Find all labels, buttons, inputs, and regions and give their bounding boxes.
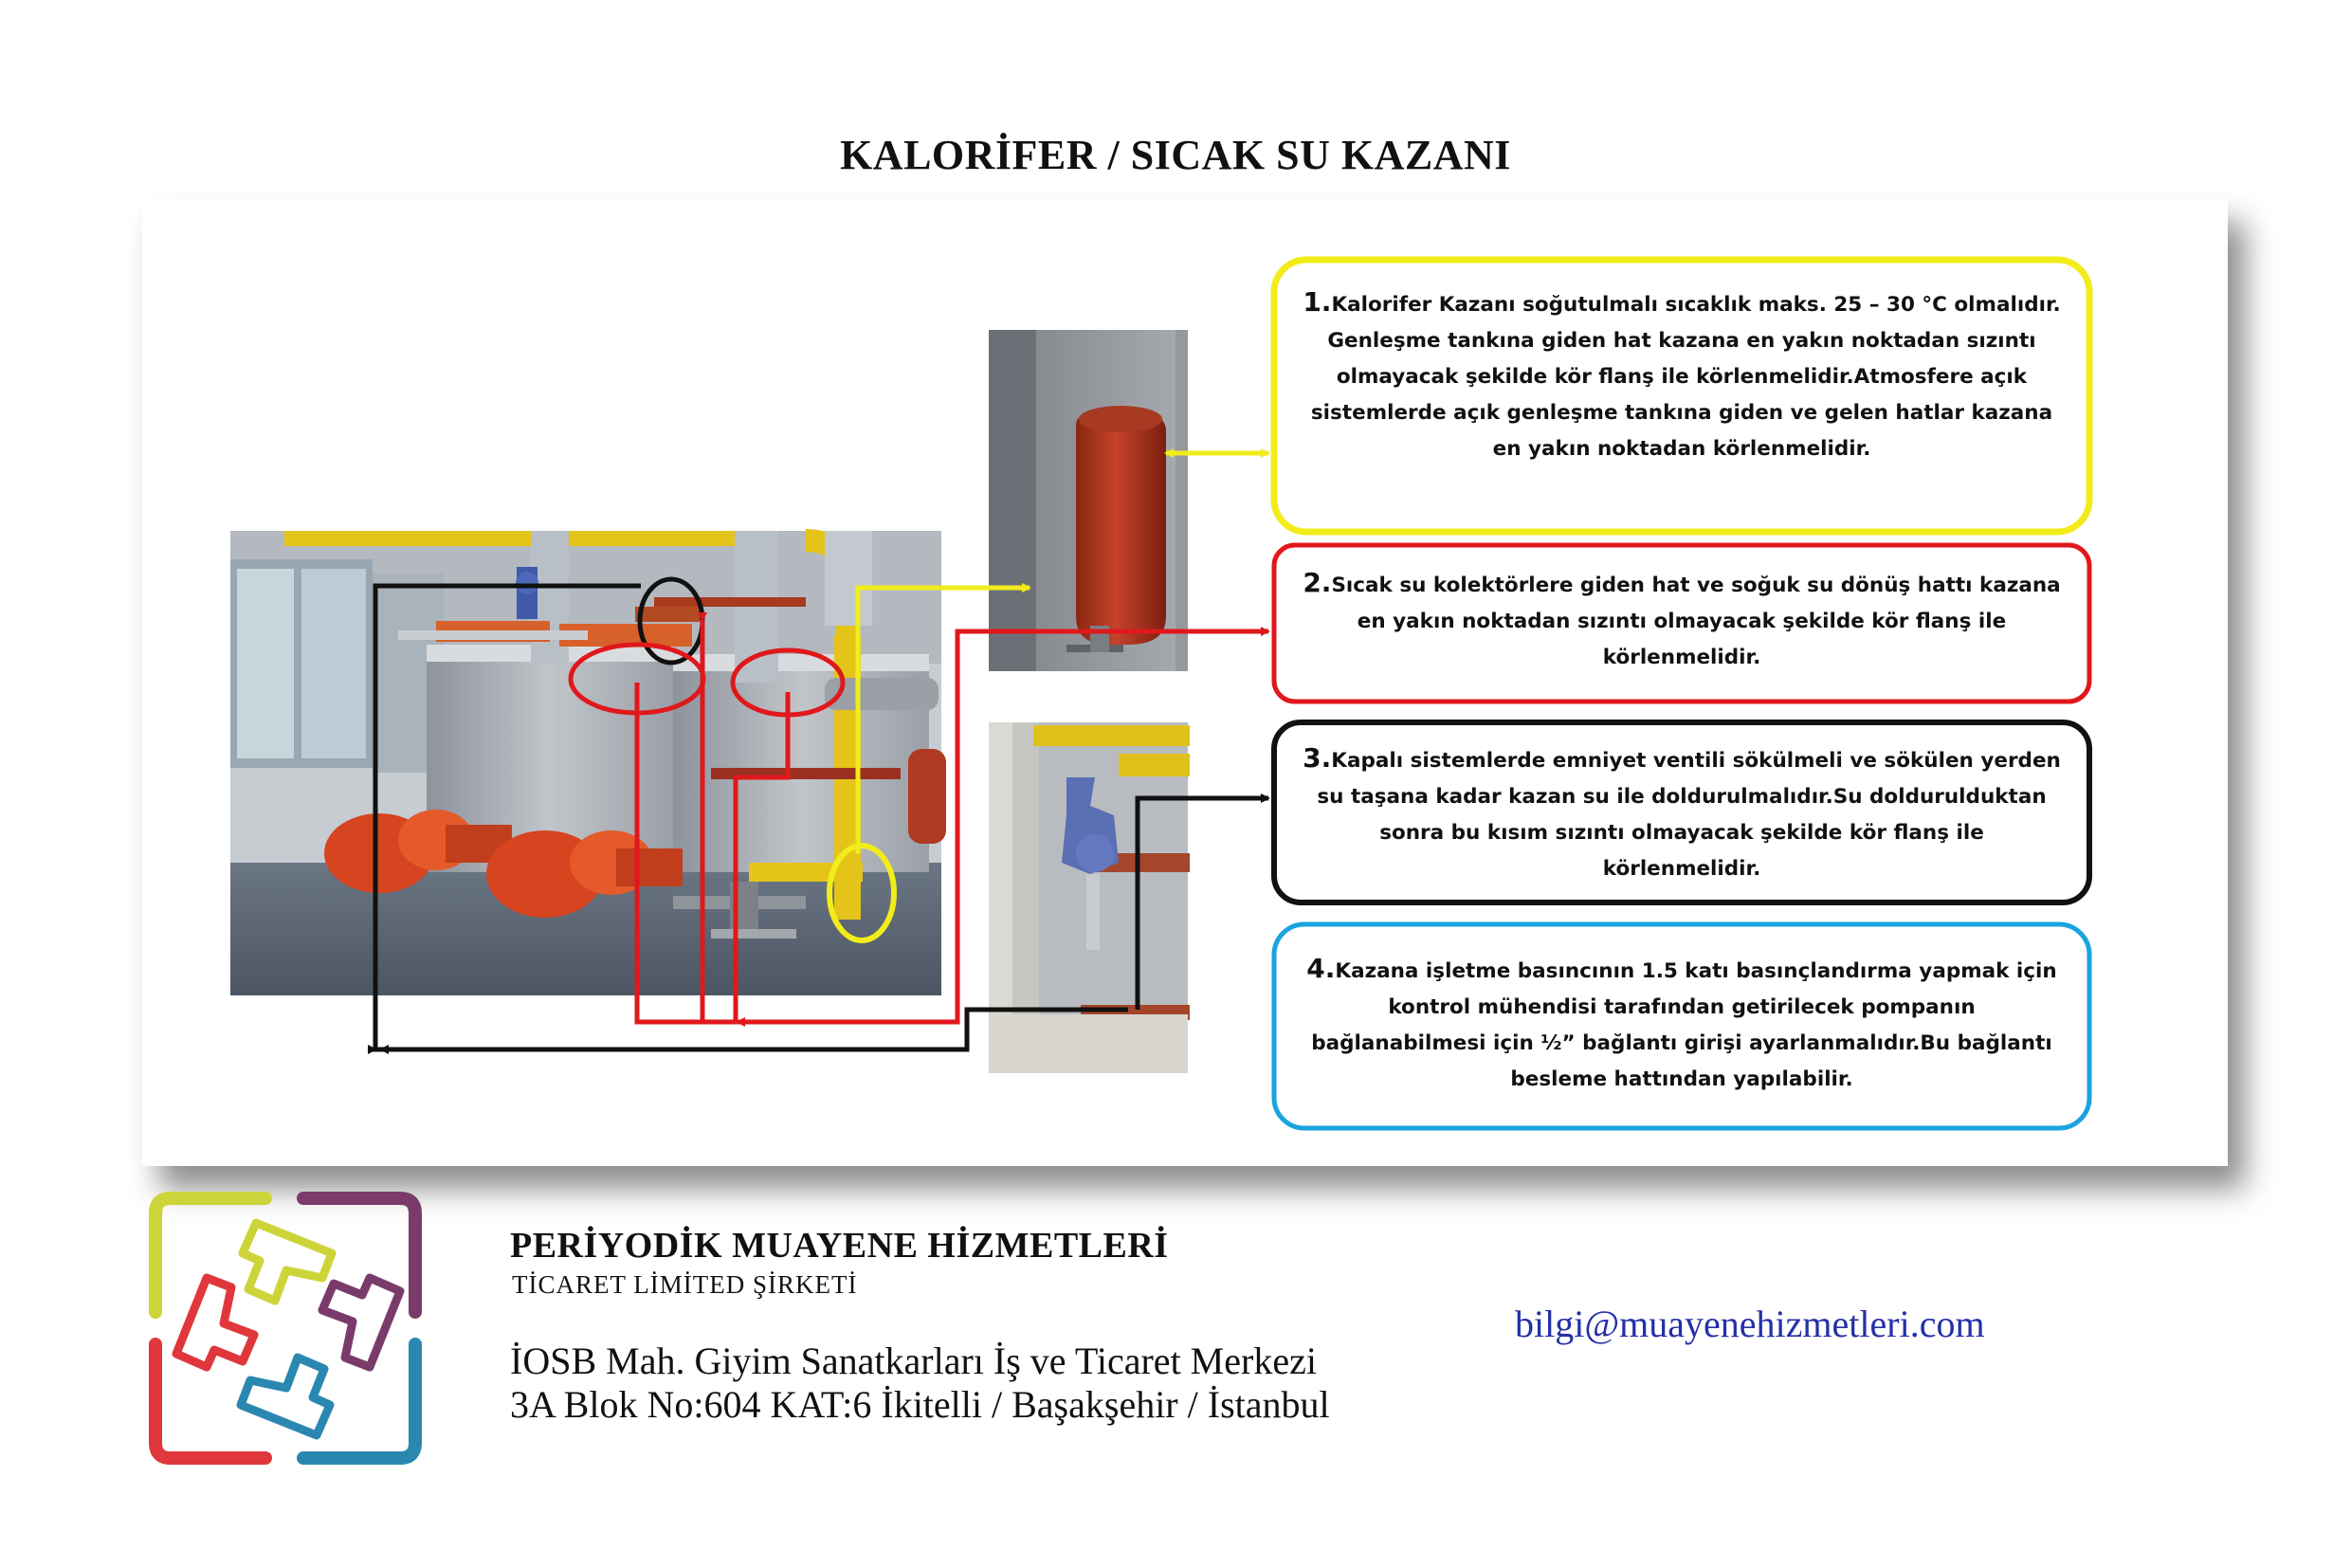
logo-bracket-top-right — [297, 1192, 422, 1319]
diagram-panel: 1.Kalorifer Kazanı soğutulmalı sıcaklık … — [142, 199, 2228, 1166]
arrow-collector-note2 — [634, 627, 1270, 1025]
safety-valve-photo — [989, 722, 1190, 1073]
arrow-valve-note3 — [1135, 793, 1270, 1010]
note-box-4 — [1271, 921, 2092, 1131]
expansion-tank-photo — [989, 330, 1188, 671]
logo-bracket-bottom-left — [149, 1338, 272, 1465]
note-box-3 — [1271, 720, 2092, 905]
arrow-tank-to-circle — [853, 583, 1031, 855]
note-3-text: 3.Kapalı sistemlerde emniyet ventili sök… — [1303, 742, 2061, 881]
note-box-1 — [1270, 256, 2093, 536]
logo-bracket-bottom-right — [297, 1338, 422, 1465]
page-title: KALORİFER / SICAK SU KAZANI — [840, 132, 1511, 178]
note-2-text: 2.Sıcak su kolektörlere giden hat ve soğ… — [1303, 567, 2061, 669]
boiler-diagram — [230, 256, 2093, 1131]
company-subtitle: TİCARET LİMİTED ŞİRKETİ — [512, 1270, 858, 1299]
boiler-room-photo — [230, 529, 946, 995]
company-logo — [149, 1192, 422, 1465]
note-1-text: 1.Kalorifer Kazanı soğutulmalı sıcaklık … — [1303, 286, 2061, 461]
logo-bracket-top-left — [149, 1192, 272, 1319]
company-name: PERİYODİK MUAYENE HİZMETLERİ — [510, 1226, 1169, 1266]
connector-black-left — [373, 583, 1128, 1052]
note-box-2 — [1271, 542, 2092, 704]
address-line-2: 3A Blok No:604 KAT:6 İkitelli / Başakşeh… — [510, 1383, 1330, 1426]
email-link[interactable]: bilgi@muayenehizmetleri.com — [1515, 1303, 1985, 1345]
address-line-1: İOSB Mah. Giyim Sanatkarları İş ve Ticar… — [510, 1340, 1317, 1382]
note-4-text: 4.Kazana işletme basıncının 1.5 katı bas… — [1306, 953, 2057, 1091]
logo-hands-icon — [172, 1218, 405, 1440]
connector-red-right — [733, 692, 791, 1022]
